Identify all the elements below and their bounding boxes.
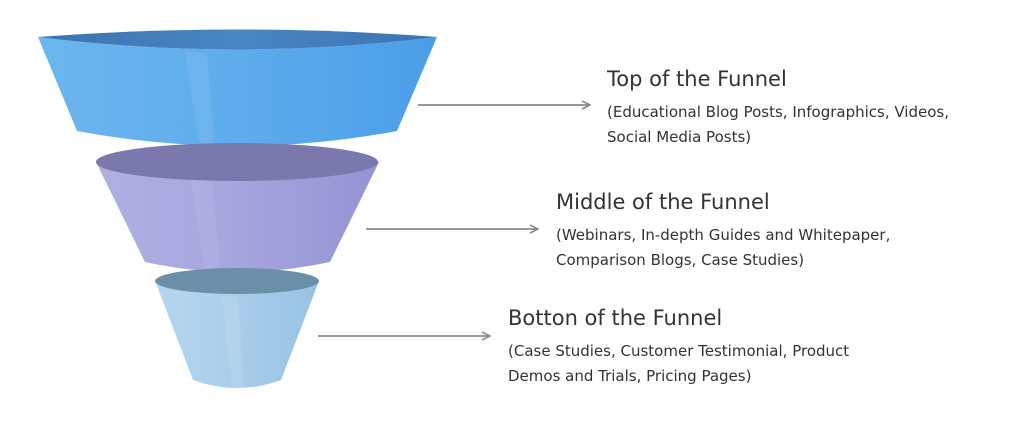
- funnel-top-body: [38, 37, 437, 146]
- funnel-bottom-body: [155, 281, 319, 388]
- stage-bottom-description-line: Demos and Trials, Pricing Pages): [508, 367, 752, 385]
- stage-middle-title: Middle of the Funnel: [556, 190, 770, 214]
- funnel-bottom-tier: [155, 268, 319, 388]
- stage-top-description-line: (Educational Blog Posts, Infographics, V…: [607, 103, 949, 121]
- funnel-middle-tier: [96, 143, 379, 273]
- stage-top-text: Top of the Funnel (Educational Blog Post…: [607, 66, 949, 150]
- funnel-top-tier: [38, 29, 437, 149]
- funnel-middle-body: [96, 162, 379, 272]
- stage-top-description-line: Social Media Posts): [607, 128, 752, 146]
- stage-top-title: Top of the Funnel: [607, 67, 787, 91]
- stage-bottom-description-line: (Case Studies, Customer Testimonial, Pro…: [508, 342, 850, 360]
- funnel-top-rim: [38, 29, 437, 50]
- stage-bottom-description: (Case Studies, Customer Testimonial, Pro…: [508, 339, 849, 389]
- stage-bottom-title: Botton of the Funnel: [508, 306, 723, 330]
- stage-bottom-text: Botton of the Funnel (Case Studies, Cust…: [508, 305, 849, 389]
- stage-middle-description: (Webinars, In-depth Guides and Whitepape…: [556, 223, 890, 273]
- stage-top-description: (Educational Blog Posts, Infographics, V…: [607, 100, 949, 150]
- funnel-top-highlight: [185, 52, 215, 149]
- stage-middle-description-line: Comparison Blogs, Case Studies): [556, 251, 805, 269]
- funnel-middle-highlight: [190, 178, 220, 273]
- funnel-middle-rim: [96, 143, 378, 181]
- stage-middle-text: Middle of the Funnel (Webinars, In-depth…: [556, 189, 890, 273]
- stage-middle-description-line: (Webinars, In-depth Guides and Whitepape…: [556, 226, 891, 244]
- funnel-bottom-highlight: [222, 296, 244, 388]
- funnel-bottom-rim: [155, 268, 319, 294]
